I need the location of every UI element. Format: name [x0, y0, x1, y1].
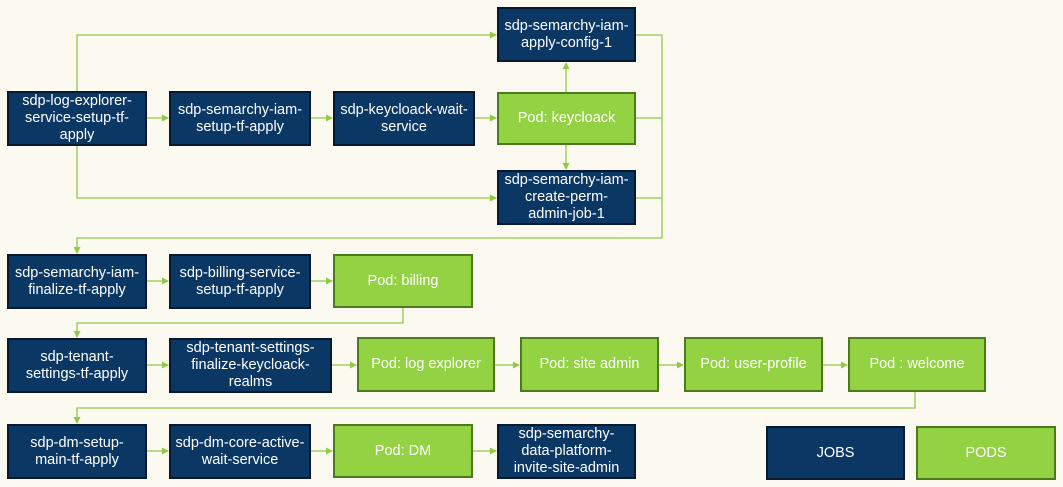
job-keycloack-wait: sdp-keycloack-wait-service — [333, 91, 475, 146]
pod-welcome: Pod : welcome — [848, 337, 986, 392]
job-iam-finalize: sdp-semarchy-iam-finalize-tf-apply — [7, 254, 147, 309]
job-dm-setup: sdp-dm-setup-main-tf-apply — [7, 424, 147, 479]
connector — [76, 146, 497, 202]
pod-site-admin: Pod: site admin — [520, 337, 659, 392]
job-iam-apply-config: sdp-semarchy-iam-apply-config-1 — [497, 7, 636, 62]
job-tenant-settings: sdp-tenant-settings-tf-apply — [7, 338, 147, 393]
pod-billing: Pod: billing — [333, 254, 473, 308]
pod-log-explorer: Pod: log explorer — [357, 337, 495, 392]
legend-pods: PODS — [916, 426, 1056, 480]
job-tenant-finalize-keycloack: sdp-tenant-settings-finalize-keycloack-r… — [169, 338, 332, 393]
legend-jobs: JOBS — [766, 426, 905, 480]
pod-dm: Pod: DM — [333, 424, 473, 478]
connector — [76, 31, 497, 91]
job-semarchy-iam-setup: sdp-semarchy-iam-setup-tf-apply — [169, 91, 311, 146]
job-dm-core-wait: sdp-dm-core-active-wait-service — [169, 424, 311, 479]
job-log-explorer-setup: sdp-log-explorer-service-setup-tf-apply — [7, 91, 147, 146]
job-billing-setup: sdp-billing-service-setup-tf-apply — [169, 254, 311, 309]
connector — [73, 34, 663, 254]
connector — [73, 392, 916, 424]
pod-keycloack: Pod: keycloack — [497, 92, 636, 145]
connector — [73, 308, 404, 338]
job-invite-site-admin: sdp-semarchy-data-platform-invite-site-a… — [497, 424, 636, 479]
job-iam-create-perm: sdp-semarchy-iam-create-perm-admin-job-1 — [497, 170, 636, 225]
pod-user-profile: Pod: user-profile — [684, 337, 823, 392]
